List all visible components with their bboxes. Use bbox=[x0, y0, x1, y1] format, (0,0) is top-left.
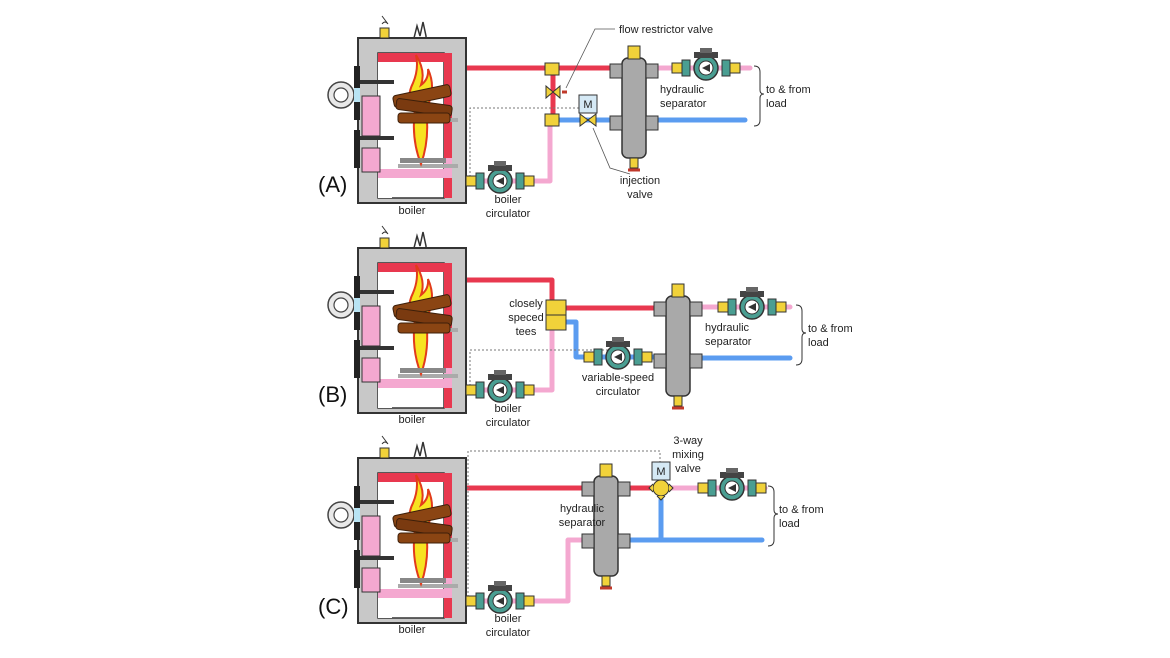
circulator-label-2: circulator bbox=[486, 627, 531, 639]
tees-label-2: speced bbox=[508, 312, 543, 324]
vs-circulator-label-2: circulator bbox=[596, 386, 641, 398]
separator-label-1: hydraulic bbox=[705, 322, 750, 334]
panel-label: (B) bbox=[318, 382, 347, 407]
diagram-b: (B) boiler boiler circulator closely spe… bbox=[318, 225, 853, 429]
injection-label-1: injection bbox=[620, 175, 660, 187]
relief-valve-icon bbox=[379, 15, 427, 39]
control-wire bbox=[467, 450, 661, 601]
injection-leader bbox=[592, 127, 631, 175]
motor-letter: M bbox=[656, 466, 665, 478]
circulator-label-2: circulator bbox=[486, 417, 531, 429]
boiler-label: boiler bbox=[399, 624, 426, 636]
load-label-2: load bbox=[779, 518, 800, 530]
circulator-label-1: boiler bbox=[495, 403, 522, 415]
separator-label-2: separator bbox=[705, 336, 752, 348]
load-label-2: load bbox=[808, 337, 829, 349]
separator-label-2: separator bbox=[660, 98, 707, 110]
circulator-label-1: boiler bbox=[495, 194, 522, 206]
supply-tee bbox=[544, 62, 560, 76]
load-label-1: to & from bbox=[779, 504, 824, 516]
load-circulator-pump bbox=[671, 47, 741, 81]
variable-speed-circulator-pump bbox=[583, 336, 653, 370]
diagram-c: M (C) boiler boiler circulator hydraulic… bbox=[318, 435, 824, 639]
separator-label-1: hydraulic bbox=[660, 84, 705, 96]
separator-label-2: separator bbox=[559, 517, 606, 529]
mixing-valve-label-1: 3-way bbox=[673, 435, 703, 447]
control-wire bbox=[469, 349, 612, 390]
boiler-unit bbox=[327, 457, 467, 624]
injection-label-2: valve bbox=[627, 189, 653, 201]
boiler-unit bbox=[327, 247, 467, 414]
injection-valve-icon bbox=[579, 113, 597, 127]
boiler-label: boiler bbox=[399, 205, 426, 217]
vs-circulator-label-1: variable-speed bbox=[582, 372, 654, 384]
panel-label: (C) bbox=[318, 594, 349, 619]
control-wire bbox=[469, 107, 585, 181]
boiler-circulator-pump bbox=[465, 160, 535, 194]
panel-label: (A) bbox=[318, 172, 347, 197]
motor-letter: M bbox=[583, 99, 592, 111]
supply-pipe bbox=[452, 277, 555, 303]
flow-restrictor-label: flow restrictor valve bbox=[619, 24, 713, 36]
relief-valve-icon bbox=[379, 435, 427, 459]
load-circulator-pump bbox=[717, 286, 787, 320]
tees-label-1: closely bbox=[509, 298, 543, 310]
boiler-unit bbox=[327, 37, 467, 204]
three-way-mixing-valve-icon bbox=[652, 479, 670, 497]
load-circulator-pump bbox=[697, 467, 767, 501]
load-bracket bbox=[795, 304, 807, 366]
tees-label-3: tees bbox=[516, 326, 537, 338]
boiler-circulator-pump bbox=[465, 580, 535, 614]
circulator-label-1: boiler bbox=[495, 613, 522, 625]
hydraulic-separator bbox=[608, 44, 660, 172]
separator-label-1: hydraulic bbox=[560, 503, 605, 515]
load-label-1: to & from bbox=[808, 323, 853, 335]
relief-valve-icon bbox=[379, 225, 427, 249]
return-pipe bbox=[463, 537, 593, 604]
return-tee bbox=[544, 113, 560, 127]
restrictor-leader bbox=[565, 28, 615, 89]
mixing-valve-label-2: mixing bbox=[672, 449, 704, 461]
diagram-a: M (A) boiler boiler circulator flow rest… bbox=[318, 15, 811, 220]
load-label-1: to & from bbox=[766, 84, 811, 96]
circulator-label-2: circulator bbox=[486, 208, 531, 220]
mixing-valve-label-3: valve bbox=[675, 463, 701, 475]
load-bracket bbox=[767, 485, 779, 547]
load-bracket bbox=[753, 65, 765, 127]
hydraulic-separator bbox=[652, 282, 704, 410]
flow-restrictor-valve-icon bbox=[545, 84, 561, 100]
boiler-circulator-pump bbox=[465, 369, 535, 403]
load-label-2: load bbox=[766, 98, 787, 110]
mixing-valve-ports bbox=[648, 483, 674, 501]
boiler-label: boiler bbox=[399, 414, 426, 426]
